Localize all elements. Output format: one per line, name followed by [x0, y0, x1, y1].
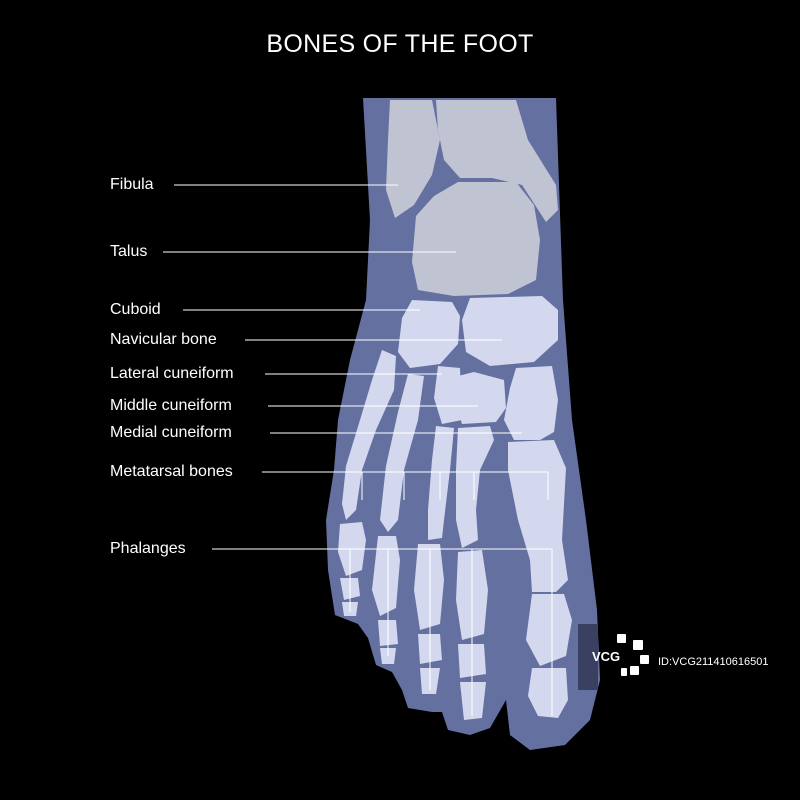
label-metatarsal-bones: Metatarsal bones: [110, 463, 233, 480]
vcg-logo-icon: VCG: [578, 624, 649, 690]
label-talus: Talus: [110, 243, 148, 260]
label-lateral-cuneiform: Lateral cuneiform: [110, 365, 234, 382]
vcg-logo-text: VCG: [592, 649, 620, 664]
phalanges-leaders: [212, 548, 553, 716]
talus-bone: [412, 182, 540, 296]
label-fibula: Fibula: [110, 176, 154, 193]
label-medial-cuneiform: Medial cuneiform: [110, 424, 232, 441]
middle-cuneiform-bone: [456, 372, 506, 424]
label-cuboid: Cuboid: [110, 301, 161, 318]
metatarsal-3: [428, 426, 454, 540]
label-phalanges: Phalanges: [110, 540, 186, 557]
lateral-cuneiform-bone: [434, 366, 462, 424]
phalanx-distal-1: [528, 668, 568, 718]
fibula-bone: [386, 100, 440, 218]
label-middle-cuneiform: Middle cuneiform: [110, 397, 232, 414]
metatarsal-2: [456, 426, 494, 548]
phalanx-distal-2: [460, 682, 486, 720]
metatarsal-5: [342, 350, 396, 520]
medial-cuneiform-bone: [504, 366, 558, 440]
metatarsal-leaders: [262, 471, 549, 500]
phalanx-proximal-1: [526, 594, 572, 666]
tibia-bone: [436, 100, 558, 222]
page-title: BONES OF THE FOOT: [266, 30, 534, 58]
metatarsal-1: [508, 440, 568, 592]
label-navicular-bone: Navicular bone: [110, 331, 217, 348]
watermark-id: ID:VCG211410616501: [658, 656, 769, 668]
phalanx-proximal-3: [414, 544, 444, 630]
phalanx-proximal-4: [372, 536, 400, 616]
metatarsal-4: [380, 374, 424, 532]
navicular-bone: [462, 296, 558, 366]
cuboid-bone: [398, 300, 460, 368]
